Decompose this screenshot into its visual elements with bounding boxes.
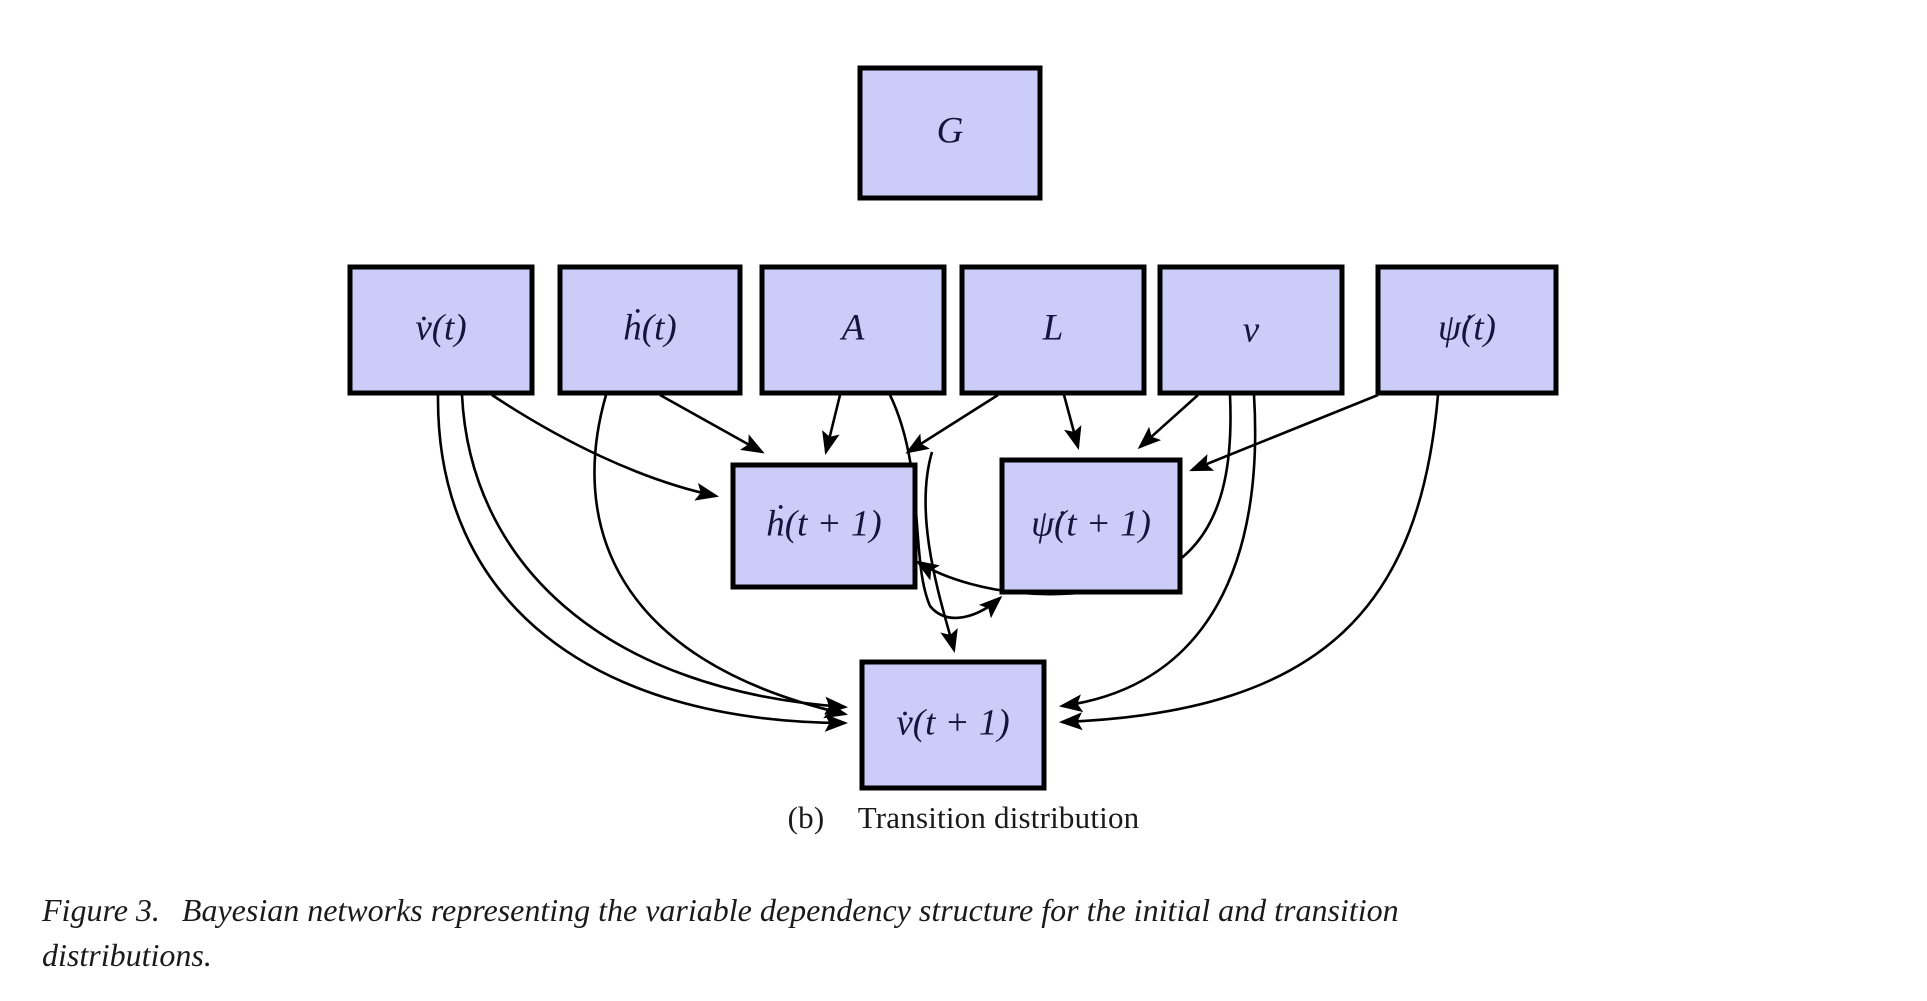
edge-A-to-hdot_t1	[822, 394, 842, 456]
node-v[interactable]: v	[1157, 264, 1345, 396]
node-G-box[interactable]	[857, 65, 1043, 201]
bayesian-network-diagram: G v̇(t) ḣ(t) A L v	[347, 65, 1559, 791]
node-psidot-t-box[interactable]	[1375, 264, 1559, 396]
figure-caption-line2: distributions.	[42, 937, 212, 974]
node-psidot-t-label: ψ̇(t)	[1438, 307, 1496, 348]
node-L[interactable]: L	[959, 264, 1147, 396]
node-hdot-t-box[interactable]	[557, 264, 743, 396]
node-psidot-t1[interactable]: ψ̇(t + 1)	[999, 457, 1183, 595]
node-hdot-t1-label: ḣ(t + 1)	[766, 503, 881, 544]
subfigure-caption: (b) Transition distribution	[0, 800, 1927, 836]
node-vdot-t1-box[interactable]	[859, 659, 1047, 791]
node-A-box[interactable]	[759, 264, 947, 396]
node-L-box[interactable]	[959, 264, 1147, 396]
node-vdot-t[interactable]: v̇(t)	[347, 264, 535, 396]
node-v-box[interactable]	[1157, 264, 1345, 396]
edge-v-to-vdot_t1	[1058, 394, 1257, 713]
node-L-label: L	[1042, 307, 1064, 348]
node-psidot-t1-label: ψ̇(t + 1)	[1031, 503, 1151, 544]
figure-caption: Figure 3. Bayesian networks representing…	[42, 888, 1887, 979]
edge-hdot_t-to-hdot_t1	[659, 393, 765, 454]
edge-A-to-psidot_t1	[888, 394, 1003, 620]
edge-vdot_t-to-vdot_t1-a	[460, 394, 849, 715]
subfigure-index: (b)	[787, 800, 825, 835]
node-hdot-t1-box[interactable]	[730, 462, 918, 590]
node-hdot-t1[interactable]: ḣ(t + 1)	[730, 462, 918, 590]
subfigure-caption-text: Transition distribution	[857, 800, 1140, 835]
node-A[interactable]: A	[759, 264, 947, 396]
node-v-label: v	[1243, 309, 1260, 350]
edge-psidot_t-to-vdot_t1	[1058, 394, 1440, 731]
edge-hdot_t1-to-vdot_t1	[924, 451, 958, 654]
node-A-label: A	[839, 307, 865, 348]
edge-psidot_t-to-psidot_t1	[1189, 393, 1379, 472]
node-layer: G v̇(t) ḣ(t) A L v	[347, 65, 1559, 791]
figure-caption-line1: Bayesian networks representing the varia…	[181, 892, 1399, 928]
edge-vdot_t-to-hdot_t1	[491, 393, 720, 501]
edge-vdot_t-to-vdot_t1-b	[436, 394, 849, 732]
edge-L-to-psidot_t1	[1062, 394, 1082, 451]
node-vdot-t-box[interactable]	[347, 264, 535, 396]
node-hdot-t[interactable]: ḣ(t)	[557, 264, 743, 396]
node-psidot-t[interactable]: ψ̇(t)	[1375, 264, 1559, 396]
node-vdot-t1-label: v̇(t + 1)	[896, 702, 1009, 743]
figure-caption-lead: Figure 3.	[42, 892, 160, 928]
edge-layer	[436, 393, 1440, 732]
edge-hdot_t-to-vdot_t1	[593, 394, 849, 719]
node-hdot-t-label: ḣ(t)	[623, 307, 676, 348]
node-psidot-t1-box[interactable]	[999, 457, 1183, 595]
node-vdot-t1[interactable]: v̇(t + 1)	[859, 659, 1047, 791]
edge-L-to-hdot_t1	[905, 393, 999, 454]
node-vdot-t-label: v̇(t)	[415, 307, 466, 348]
node-G[interactable]: G	[857, 65, 1043, 201]
node-G-label: G	[937, 110, 964, 151]
edge-v-to-psidot_t1	[1137, 394, 1199, 450]
